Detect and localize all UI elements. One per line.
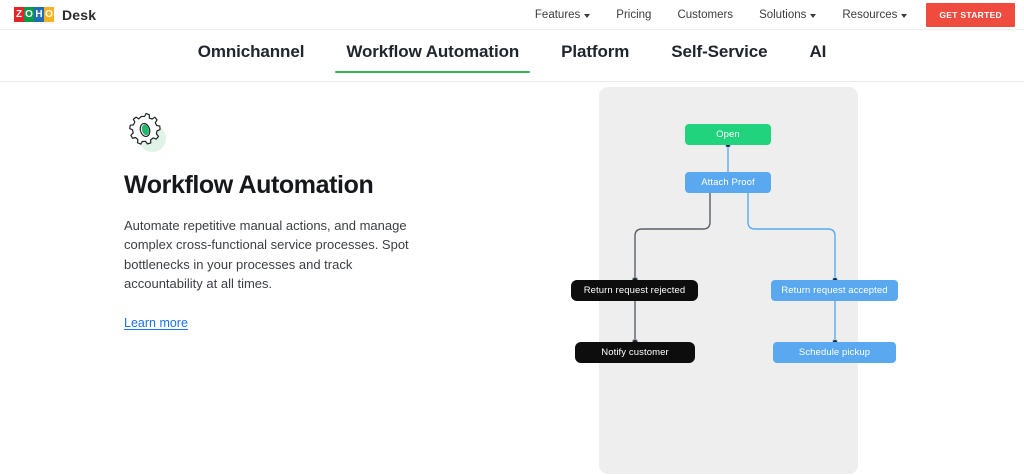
tab-self-service[interactable]: Self-Service [671,42,768,61]
zoho-logo-icon: Z O H O [14,7,54,22]
logo-tile-z: Z [14,7,24,22]
logo-tile-h: H [34,7,44,22]
chevron-down-icon [810,13,817,18]
feature-description: Automate repetitive manual actions, and … [124,217,409,292]
connector-attach-to-accepted [747,193,836,280]
diagram-connectors [631,141,839,346]
chevron-down-icon [584,13,591,18]
nav-item-solutions[interactable]: Solutions [746,9,829,21]
flow-node-return-request-rejected[interactable]: Return request rejected [571,280,698,301]
flow-node-return-request-accepted[interactable]: Return request accepted [771,280,898,301]
chevron-down-icon [901,13,908,18]
flow-node-schedule-pickup[interactable]: Schedule pickup [773,342,896,363]
nav-item-features[interactable]: Features [522,9,603,21]
brand-name: Desk [62,6,97,23]
gear-icon [124,110,168,154]
connector-attach-to-rejected [634,193,711,280]
flow-node-open[interactable]: Open [685,124,771,145]
nav-label-customers: Customers [677,9,734,21]
logo-tile-o2: O [44,7,54,22]
get-started-button[interactable]: GET STARTED [926,3,1015,27]
nav-label-features: Features [534,9,581,21]
nav-label-solutions: Solutions [759,9,807,21]
flow-node-notify-customer[interactable]: Notify customer [575,342,695,363]
nav-item-customers[interactable]: Customers [664,9,746,21]
main-content: Workflow Automation Automate repetitive … [0,82,1024,474]
top-header: Z O H O Desk Features Pricing Customers … [0,0,1024,30]
tab-workflow-automation[interactable]: Workflow Automation [325,36,540,73]
learn-more-link[interactable]: Learn more [124,315,188,330]
nav-item-pricing[interactable]: Pricing [603,9,664,21]
logo-tile-o1: O [24,7,34,22]
nav-label-pricing: Pricing [616,9,652,21]
tab-ai[interactable]: AI [809,42,827,61]
tab-platform[interactable]: Platform [561,42,630,61]
gear-icon-glyph [129,112,161,145]
brand[interactable]: Z O H O Desk [14,7,96,23]
nav-label-resources: Resources [842,9,898,21]
tab-omnichannel[interactable]: Omnichannel [197,42,305,61]
feature-tab-bar: Omnichannel Workflow Automation Platform… [0,30,1024,82]
top-navigation: Features Pricing Customers Solutions Res… [522,0,1024,30]
page-title: Workflow Automation [124,171,374,199]
feature-description-column: Workflow Automation Automate repetitive … [124,110,424,332]
workflow-diagram: Open Attach Proof Return request rejecte… [560,82,1024,474]
flow-node-attach-proof[interactable]: Attach Proof [685,172,771,193]
nav-item-resources[interactable]: Resources [829,9,920,21]
